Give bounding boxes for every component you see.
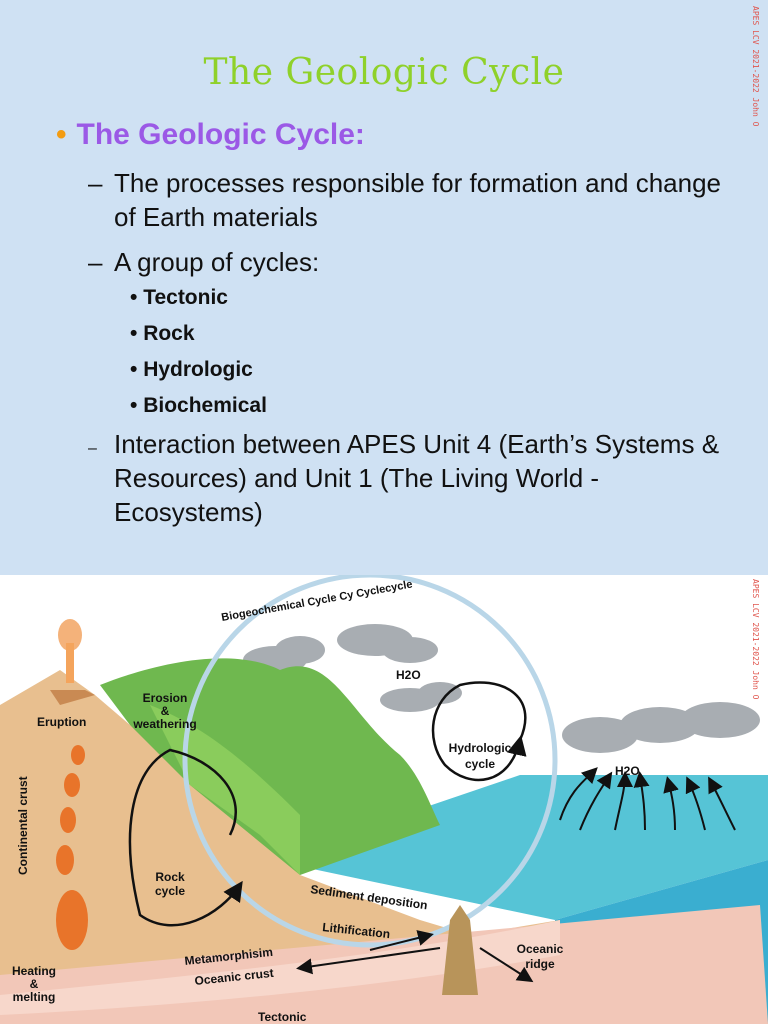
cycle-item-tectonic: • Tectonic	[130, 286, 228, 309]
heading-bullet: • The Geologic Cycle:	[56, 118, 365, 152]
tectonic-label: Tectonic	[258, 1010, 307, 1024]
watermark-top: APES LCV 2021-2022 John O	[751, 6, 760, 127]
sub-bullet-group: –A group of cycles:	[88, 245, 319, 279]
erosion-label-1: Erosion	[143, 691, 188, 705]
watermark-bottom: APES LCV 2021-2022 John O	[751, 579, 760, 700]
slide-title: The Geologic Cycle	[203, 52, 565, 93]
hydrologic-cycle-arrow	[431, 681, 527, 782]
crust-flow-arrows	[296, 930, 534, 983]
dash-icon: –	[88, 168, 103, 198]
cycle-label: Hydrologic	[143, 358, 253, 381]
h2o-label-2: H2O	[615, 764, 640, 778]
cloud-icon	[243, 624, 760, 753]
geologic-cycle-diagram: Biogeochemical Cycle Cy Cyclecycle H2O H…	[0, 572, 768, 1024]
magma-plumes	[56, 745, 88, 950]
rock-cycle-label-1: Rock	[155, 870, 185, 884]
oceanic-ridge-label-1: Oceanic	[517, 942, 564, 956]
cycle-label: Tectonic	[143, 286, 228, 309]
cycle-item-rock: • Rock	[130, 322, 195, 345]
continental-crust-label: Continental crust	[16, 776, 30, 875]
sub-bullet-text: A group of cycles:	[114, 247, 320, 277]
cycle-label: Biochemical	[143, 394, 267, 417]
h2o-label-1: H2O	[396, 668, 421, 682]
dash-icon: –	[88, 247, 103, 277]
heating-label-2: &	[30, 977, 39, 991]
cycle-item-hydrologic: • Hydrologic	[130, 358, 253, 381]
evaporation-arrows	[559, 767, 736, 831]
sub-bullet-processes: –The processes responsible for formation…	[88, 166, 721, 232]
volcano-icon	[50, 619, 95, 705]
erosion-label-3: weathering	[132, 717, 196, 731]
eruption-label: Eruption	[37, 715, 86, 729]
cycle-item-biochemical: • Biochemical	[130, 394, 267, 417]
heating-label-3: melting	[13, 990, 56, 1004]
rock-cycle-arrow	[128, 748, 243, 927]
hydrologic-label-2: cycle	[465, 757, 495, 771]
rock-cycle-label-2: cycle	[155, 884, 185, 898]
oceanic-ridge-icon	[442, 905, 478, 995]
dash-icon: –	[88, 440, 97, 457]
sub-bullet-text: Interaction between APES Unit 4 (Earth’s…	[114, 429, 720, 527]
heading-text: The Geologic Cycle:	[76, 118, 365, 151]
oceanic-ridge-label-2: ridge	[525, 957, 555, 971]
bullet-dot-icon: •	[56, 118, 67, 151]
cycle-label: Rock	[143, 322, 195, 345]
diagram-illustration: Biogeochemical Cycle Cy Cyclecycle H2O H…	[0, 572, 768, 1024]
slide-panel: The Geologic Cycle APES LCV 2021-2022 Jo…	[0, 0, 768, 575]
sub-bullet-interaction: –Interaction between APES Unit 4 (Earth’…	[88, 427, 719, 527]
heating-label-1: Heating	[12, 964, 56, 978]
biogeochemical-cycle-ring	[182, 572, 558, 948]
hydrologic-label-1: Hydrologic	[449, 741, 512, 755]
sub-bullet-text: The processes responsible for formation …	[114, 168, 722, 232]
erosion-label-2: &	[161, 704, 170, 718]
